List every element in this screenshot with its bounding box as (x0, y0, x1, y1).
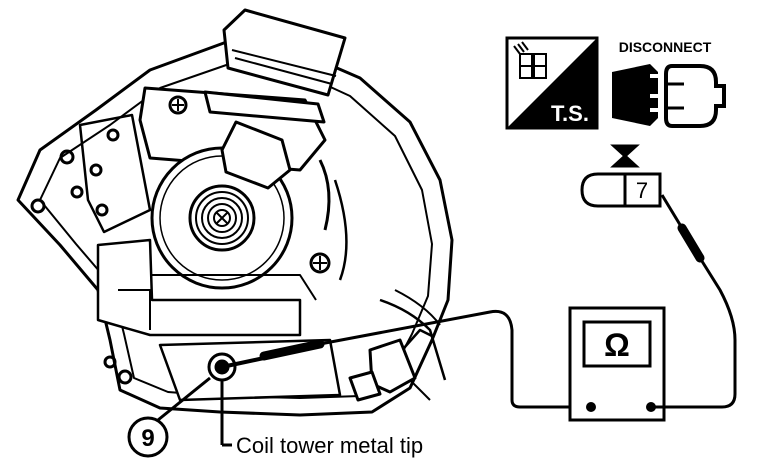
disconnect-label: DISCONNECT (619, 39, 712, 55)
screw (168, 95, 188, 115)
callout-number-badge (127, 416, 169, 458)
bracket-hole (106, 128, 120, 142)
mount-hole (70, 185, 84, 199)
distributor-assembly (16, 8, 454, 417)
pickup-block (220, 120, 292, 190)
callout: 9 Coil tower metal tip (127, 376, 423, 458)
callout-number: 9 (141, 425, 154, 452)
connector-icon (513, 41, 547, 79)
meter-display (582, 320, 652, 368)
side-bracket (78, 113, 152, 234)
callout-label: Coil tower metal tip (236, 433, 423, 458)
lower-body (96, 238, 302, 337)
bracket-hole (89, 163, 103, 177)
probe-lead-2 (651, 194, 737, 409)
harness-connector: 7 (580, 144, 662, 208)
mount-hole (30, 198, 46, 214)
top-cap (222, 8, 347, 97)
probe-tip (259, 339, 325, 361)
meter-terminal (586, 402, 596, 412)
probe-lead-1 (221, 309, 586, 409)
coil-tower-base (158, 338, 342, 402)
mount-hole (117, 369, 133, 385)
disconnect-badge: DISCONNECT (612, 39, 726, 128)
screw (309, 252, 331, 274)
disconnect-icon (612, 64, 726, 128)
bracket-hole (95, 203, 109, 217)
troubleshoot-badge: T.S. (505, 36, 599, 130)
ts-label: T.S. (551, 101, 589, 126)
mount-hole (103, 355, 117, 369)
connector-body (580, 172, 662, 208)
lock-icon (610, 144, 640, 168)
terminal-number: 7 (636, 178, 648, 203)
probe-tip (677, 223, 705, 263)
ohm-symbol: Ω (604, 327, 630, 363)
mount-hole (59, 149, 75, 165)
ohmmeter: Ω (568, 306, 666, 422)
